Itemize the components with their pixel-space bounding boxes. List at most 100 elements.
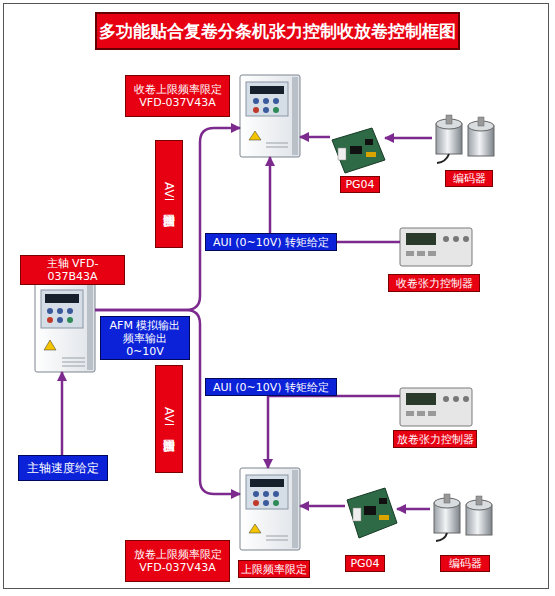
- warning-sign: [44, 340, 56, 350]
- controller-key: [417, 251, 425, 256]
- signal-label: AUI (0~10V) 转矩给定: [205, 378, 337, 396]
- inverter-key: [57, 308, 63, 314]
- signal-label: AUI (0~10V) 转矩给定: [205, 233, 337, 251]
- inverter-key: [263, 491, 269, 497]
- node-heading: 收卷上限频率限定 VFD-037V43A: [125, 75, 230, 117]
- vent-line: [266, 536, 288, 537]
- inverter-screen: [250, 479, 284, 487]
- vent-line: [266, 143, 288, 144]
- encoder: 编码器: [432, 112, 498, 164]
- pcb-chip: [365, 139, 373, 145]
- diagram-title: 多功能贴合复卷分条机张力控制收放卷控制框图: [95, 12, 460, 50]
- inverter-panel: [41, 290, 83, 328]
- signal-label: AVI 增益同步调: [155, 365, 183, 473]
- inverter-key: [67, 317, 73, 323]
- inverter-body: [240, 468, 300, 550]
- inverter-key: [253, 107, 259, 113]
- vent-line: [266, 540, 288, 541]
- inverter: 收卷上限频率限定 VFD-037V43A: [240, 75, 300, 157]
- warning-sign: [249, 131, 261, 140]
- controller-display: [406, 233, 436, 245]
- signal-line: [385, 137, 432, 140]
- inverter-key: [67, 308, 73, 314]
- warning-sign: [249, 524, 261, 533]
- node-heading: 上限频率限定: [238, 560, 310, 578]
- pg-card: PG04: [330, 128, 385, 173]
- inverter-key: [273, 107, 279, 113]
- pcb-terminal: [379, 515, 389, 520]
- pcb-chip: [350, 146, 362, 154]
- signal-line: [397, 508, 430, 511]
- inverter-panel: [246, 475, 288, 509]
- controller-key: [453, 236, 459, 242]
- vent-line: [62, 362, 85, 363]
- inverter-key: [263, 500, 269, 506]
- pcb-terminal: [366, 152, 376, 157]
- controller-display: [406, 393, 436, 405]
- node-heading: 放卷上限频率限定 VFD-037V43A: [125, 540, 230, 582]
- encoder-shaft: [478, 117, 484, 126]
- inverter-key: [253, 98, 259, 104]
- encoder-cable: [436, 533, 447, 541]
- pcb-board: [347, 488, 397, 538]
- inverter: 主轴 VFD-037B43A: [35, 282, 95, 372]
- controller-body: [400, 228, 472, 266]
- vent-line: [266, 147, 288, 148]
- signal-line: [268, 396, 400, 468]
- controller-key: [428, 411, 436, 416]
- vent-line: [62, 358, 85, 359]
- input-box: 主轴速度给定: [18, 455, 108, 481]
- tension-controller: 收卷张力控制器: [400, 228, 472, 266]
- inverter-side: [292, 77, 298, 155]
- encoder-shaft: [446, 115, 452, 124]
- node-heading: 编码器: [440, 555, 490, 572]
- controller-key: [453, 396, 459, 402]
- signal-line: [270, 157, 400, 242]
- inverter-side: [87, 284, 93, 370]
- encoder-cable: [437, 154, 449, 163]
- inverter-side: [292, 470, 298, 548]
- encoder-shaft: [476, 496, 482, 505]
- signal-label: AVI 增益同步调: [155, 140, 183, 248]
- controller-key: [463, 396, 469, 402]
- node-heading: 编码器: [445, 170, 493, 187]
- controller-key: [428, 251, 436, 256]
- pcb-connector: [353, 508, 361, 521]
- inverter-key: [57, 317, 63, 323]
- inverter-key: [253, 491, 259, 497]
- inverter: 放卷上限频率限定 VFD-037V43A上限频率限定: [240, 468, 300, 550]
- node-heading: 收卷张力控制器: [388, 274, 480, 292]
- controller-key: [443, 236, 449, 242]
- inverter-panel: [246, 82, 288, 116]
- inverter-screen: [250, 86, 284, 94]
- inverter-key: [263, 98, 269, 104]
- node-text: 主轴速度给定: [18, 455, 108, 481]
- inverter-key: [273, 491, 279, 497]
- inverter-key: [253, 500, 259, 506]
- controller-key: [406, 251, 414, 256]
- pcb-chip: [379, 498, 387, 504]
- inverter-key: [47, 308, 53, 314]
- signal-line: [300, 136, 330, 139]
- encoder-shaft: [444, 494, 450, 503]
- signal-line: [95, 310, 240, 494]
- node-heading: 放卷张力控制器: [393, 430, 477, 448]
- controller-key: [406, 411, 414, 416]
- inverter-key: [273, 98, 279, 104]
- inverter-key: [263, 107, 269, 113]
- node-heading: PG04: [345, 555, 385, 572]
- inverter-body: [35, 282, 95, 372]
- signal-label: AFM 模拟输出 频率输出 0~10V: [100, 316, 190, 360]
- inverter-key: [47, 317, 53, 323]
- tension-controller: 放卷张力控制器: [400, 388, 472, 426]
- vent-line: [62, 366, 85, 367]
- encoder: 编码器: [430, 493, 498, 541]
- inverter-screen: [45, 294, 79, 303]
- signal-line: [61, 372, 64, 455]
- pcb-board: [332, 128, 385, 173]
- node-heading: 主轴 VFD-037B43A: [20, 255, 125, 285]
- pcb-connector: [338, 148, 346, 160]
- pcb-chip: [364, 506, 376, 515]
